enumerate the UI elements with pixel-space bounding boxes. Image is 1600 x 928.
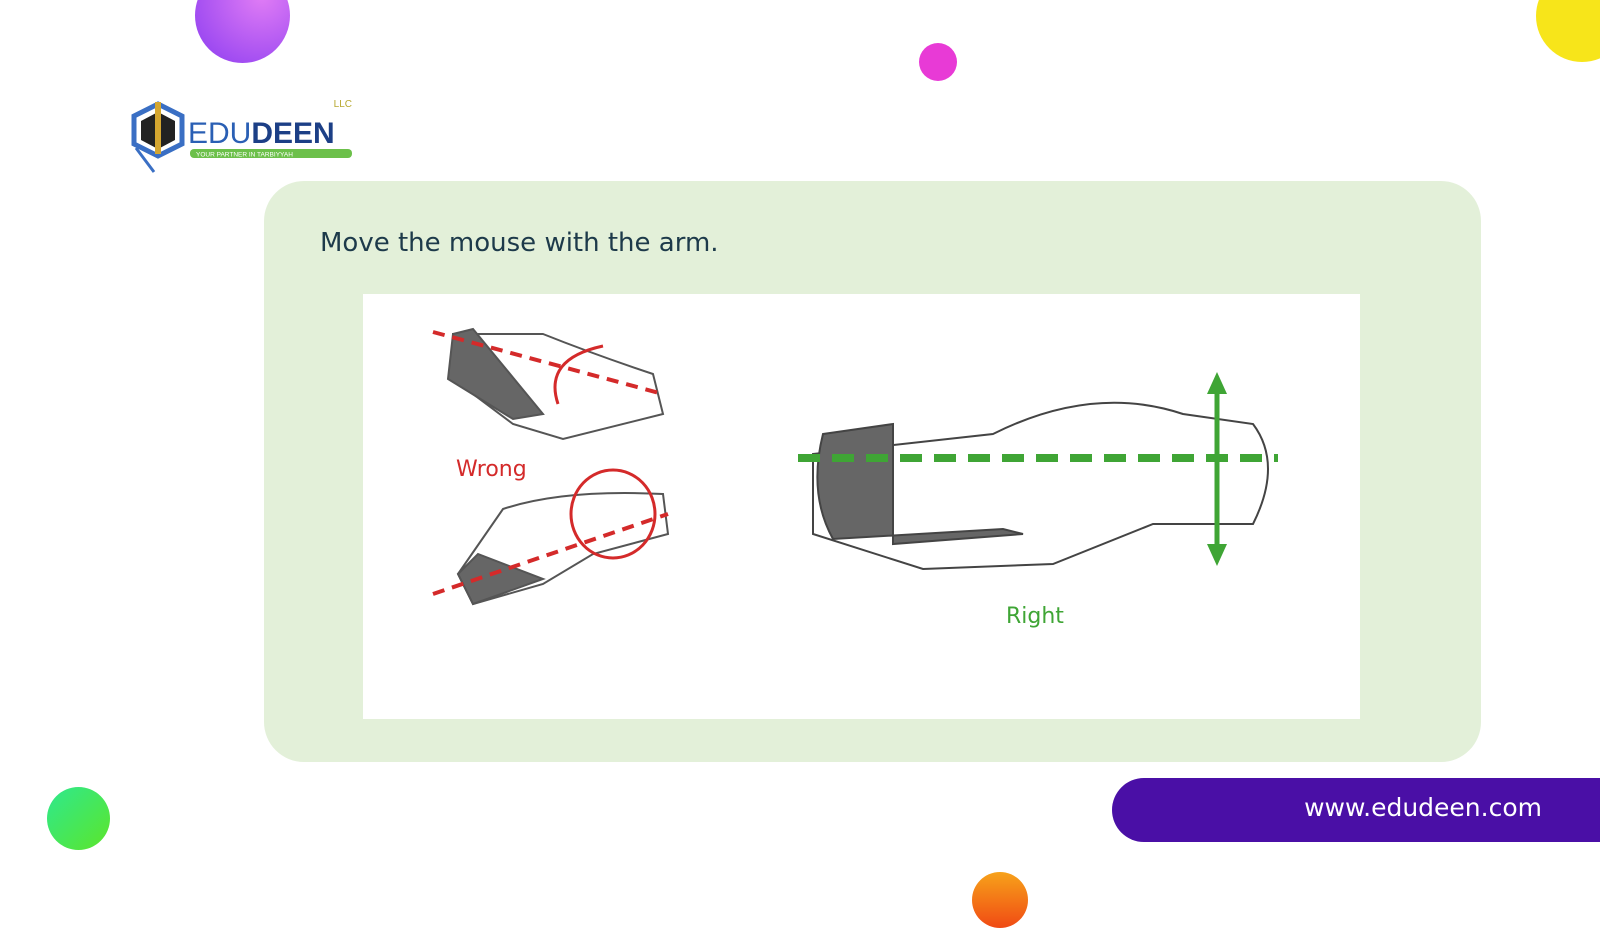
right-label: Right [1006, 604, 1064, 629]
decor-circle-pink [919, 43, 957, 81]
decor-circle-green [47, 787, 110, 850]
svg-text:YOUR PARTNER IN TARBIYYAH: YOUR PARTNER IN TARBIYYAH [196, 152, 293, 159]
website-banner: www.edudeen.com [1112, 778, 1600, 842]
slide-title: Move the mouse with the arm. [320, 228, 719, 258]
svg-text:EDUDEEN: EDUDEEN [188, 117, 335, 150]
svg-text:LLC: LLC [334, 99, 352, 110]
edudeen-logo: EDUDEEN LLC YOUR PARTNER IN TARBIYYAH [130, 96, 370, 176]
wrong-hand-bottom [456, 492, 670, 606]
website-url[interactable]: www.edudeen.com [1304, 793, 1542, 822]
wrong-label: Wrong [456, 457, 527, 482]
decor-circle-orange [972, 872, 1028, 928]
right-hand [812, 401, 1269, 571]
decor-circle-yellow [1536, 0, 1600, 62]
decor-circle-purple [195, 0, 290, 63]
wrong-hand-top [446, 327, 665, 441]
mouse-posture-illustration: Wrong Right [363, 294, 1360, 719]
